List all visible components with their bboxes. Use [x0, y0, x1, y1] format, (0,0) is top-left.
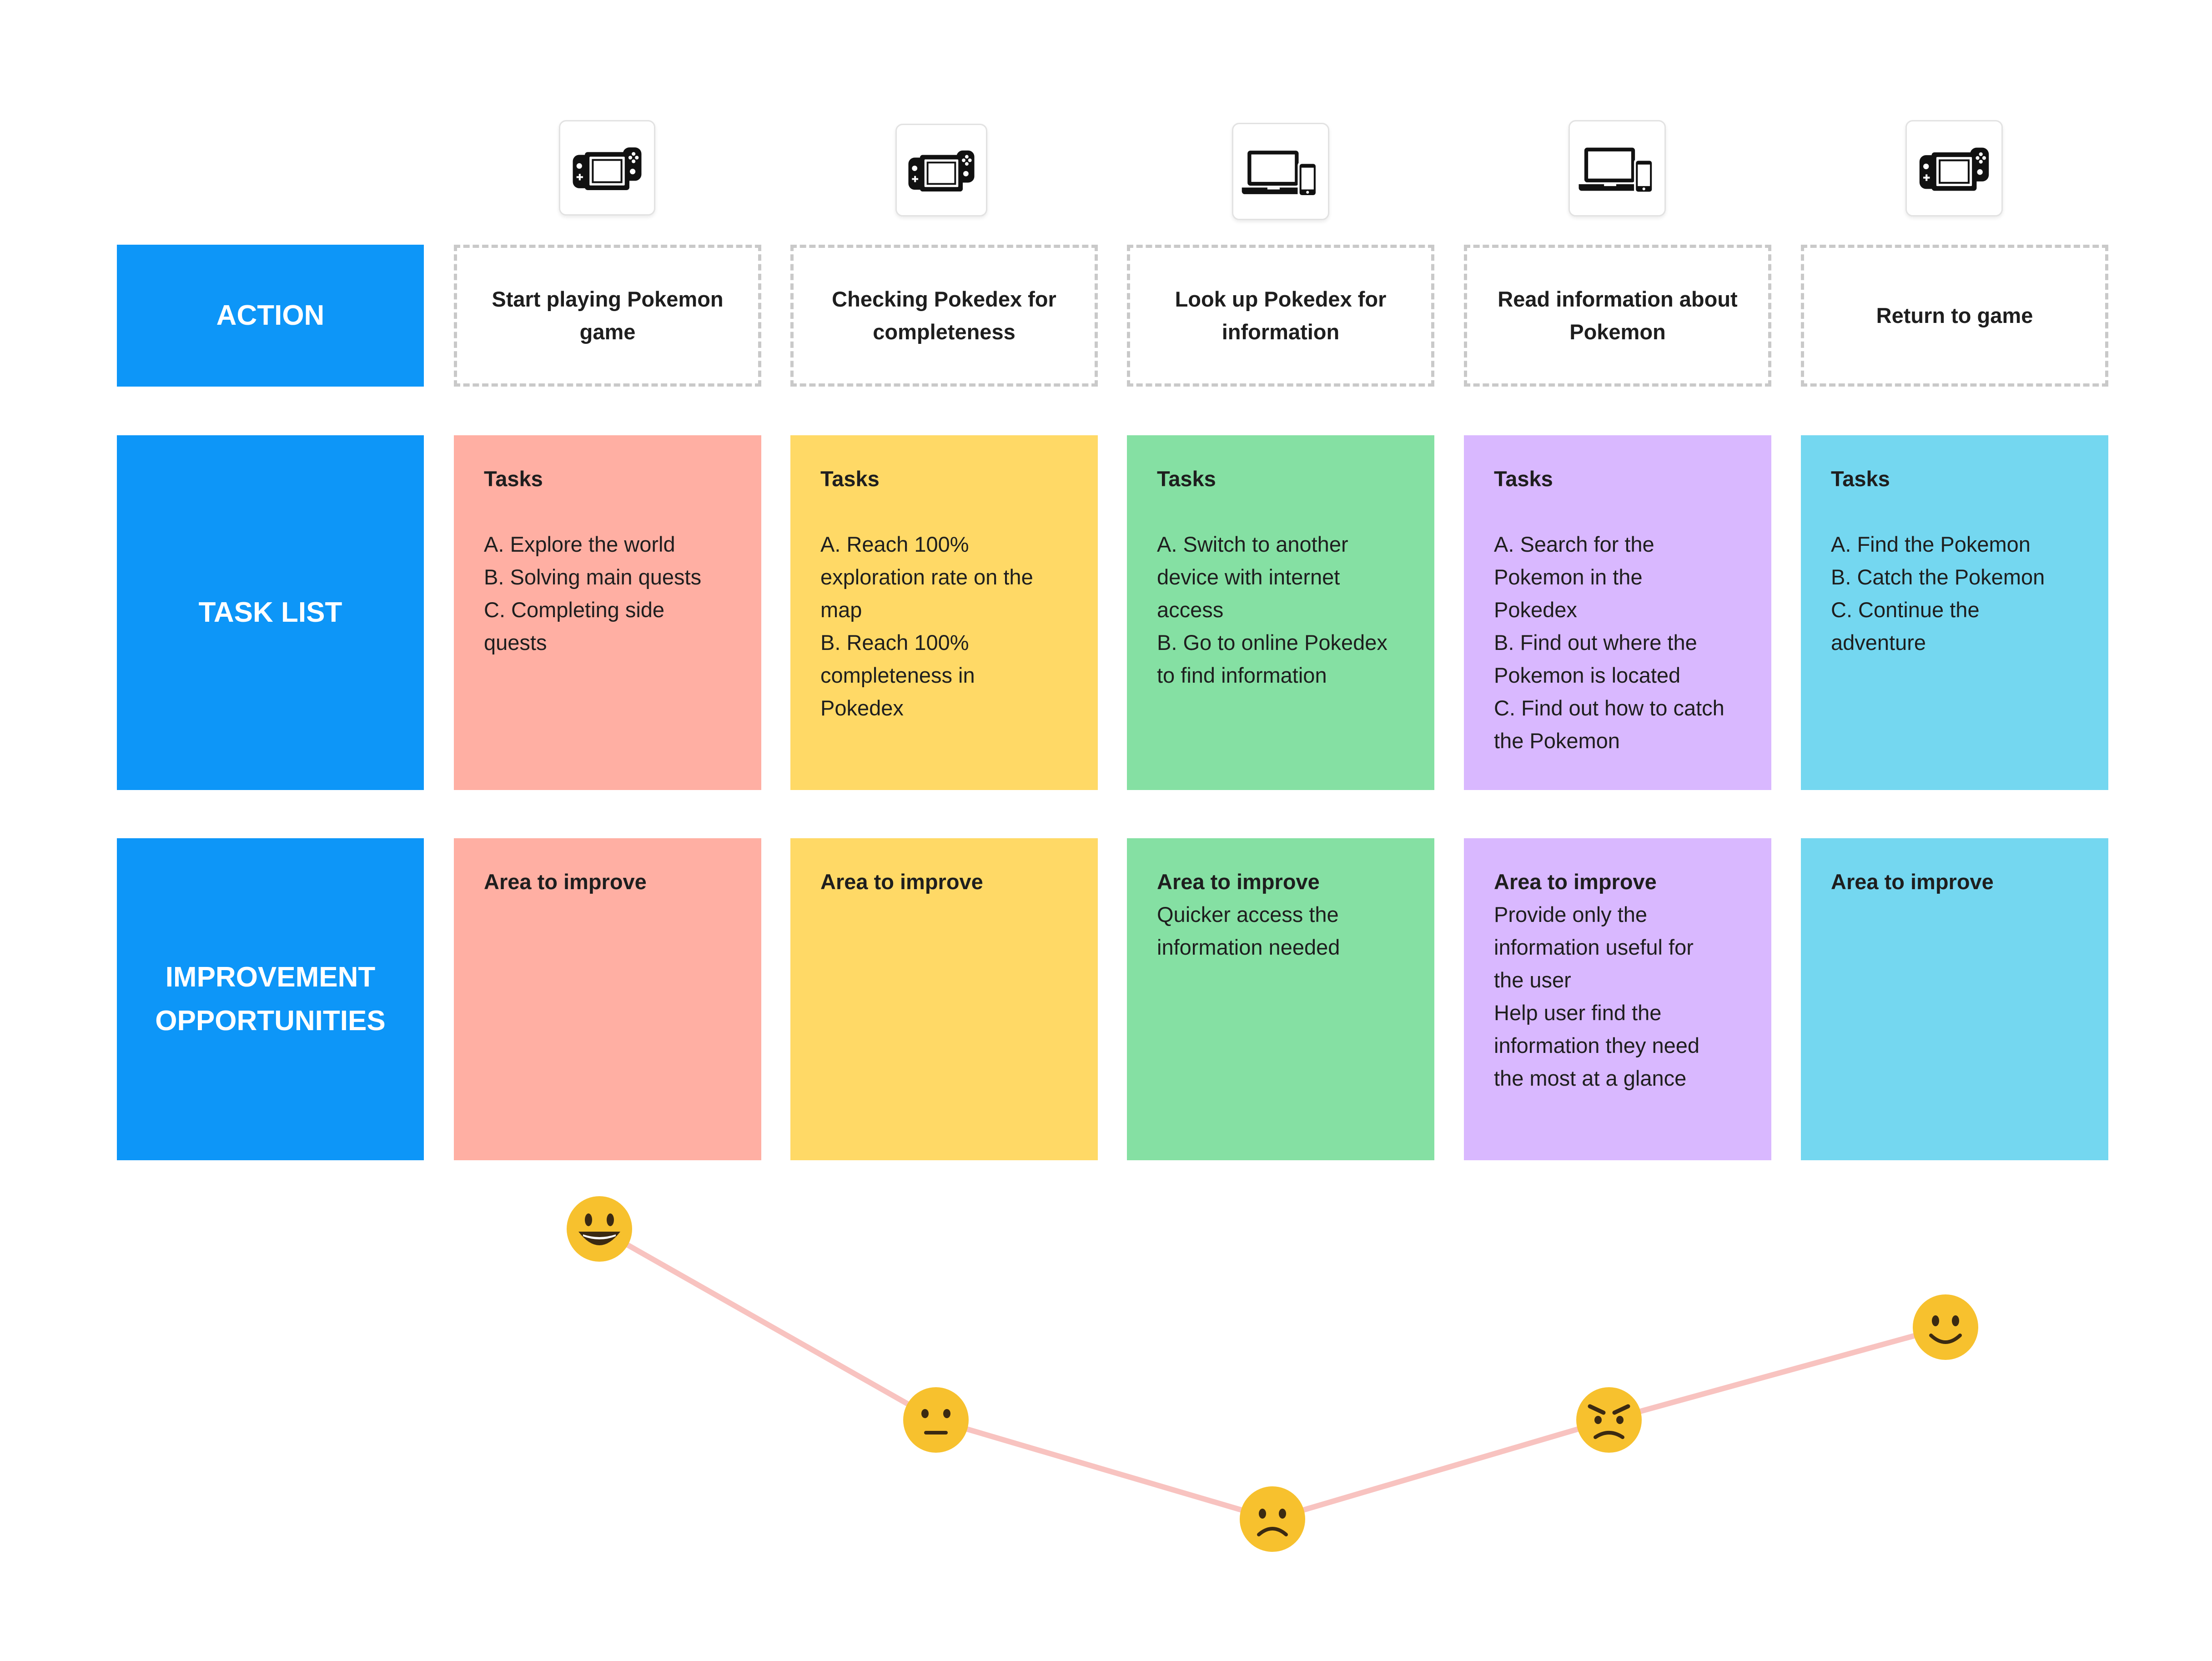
- stage-2-device: [895, 124, 987, 216]
- stage-5-tasks-title: Tasks: [1831, 467, 1890, 491]
- emotion-line: [597, 1226, 1948, 1522]
- slightly-smiling-face-icon: [1913, 1294, 1978, 1360]
- task-line: map: [820, 598, 862, 622]
- task-line: B. Solving main quests: [484, 565, 702, 589]
- row-label-action-text: ACTION: [216, 300, 325, 331]
- stage-2-tasks-title: Tasks: [820, 467, 880, 491]
- stage-4-action[interactable]: Read information about Pokemon: [1464, 245, 1771, 387]
- stage-1-action-text: Start playing Pokemon game: [492, 287, 724, 344]
- task-line: exploration rate on the: [820, 565, 1033, 589]
- angry-face-icon: [1576, 1387, 1642, 1453]
- task-line: device with internet: [1157, 565, 1340, 589]
- improve-line: the user: [1494, 968, 1571, 992]
- task-line: quests: [484, 630, 547, 654]
- improve-line: information needed: [1157, 935, 1340, 959]
- task-line: C. Find out how to catch: [1494, 696, 1724, 720]
- improve-line: information useful for: [1494, 935, 1694, 959]
- task-line: B. Go to online Pokedex: [1157, 630, 1388, 654]
- stage-4-device: [1569, 120, 1666, 216]
- row-label-task-list: TASK LIST: [117, 435, 424, 790]
- stage-5-action[interactable]: Return to game: [1801, 245, 2108, 387]
- stage-3-device: [1232, 123, 1329, 220]
- task-line: completeness in: [820, 663, 975, 687]
- task-line: the Pokemon: [1494, 729, 1620, 753]
- stage-3-task-note[interactable]: Tasks A. Switch to another device with int…: [1127, 435, 1434, 790]
- stage-1-task-note[interactable]: Tasks A. Explore the world B. Solving main…: [454, 435, 761, 790]
- stage-3-action[interactable]: Look up Pokedex for information: [1127, 245, 1434, 387]
- task-line: A. Find the Pokemon: [1831, 532, 2031, 556]
- stage-5-improve-title: Area to improve: [1831, 870, 1994, 894]
- task-line: access: [1157, 598, 1224, 622]
- task-line: Pokedex: [820, 696, 904, 720]
- task-line: Pokemon in the: [1494, 565, 1643, 589]
- stage-1-improve-title: Area to improve: [484, 870, 647, 894]
- stage-5-task-note[interactable]: Tasks A. Find the Pokemon B. Catch the Pok…: [1801, 435, 2108, 790]
- task-line: B. Catch the Pokemon: [1831, 565, 2045, 589]
- task-line: Pokemon is located: [1494, 663, 1681, 687]
- task-line: C. Completing side: [484, 598, 665, 622]
- task-line: B. Reach 100%: [820, 630, 969, 654]
- stage-3-action-text: Look up Pokedex for information: [1175, 287, 1387, 344]
- row-label-improvement: IMPROVEMENT OPPORTUNITIES: [117, 838, 424, 1160]
- task-line: A. Switch to another: [1157, 532, 1348, 556]
- stage-5-improve-note[interactable]: Area to improve: [1801, 838, 2108, 1160]
- task-line: B. Find out where the: [1494, 630, 1697, 654]
- task-line: A. Search for the: [1494, 532, 1654, 556]
- improve-line: Provide only the: [1494, 902, 1648, 926]
- stage-3-improve-title: Area to improve: [1157, 870, 1320, 894]
- stage-1-device: [559, 120, 655, 216]
- row-label-improvement-line-1: IMPROVEMENT: [165, 961, 376, 993]
- stage-4-improve-title: Area to improve: [1494, 870, 1657, 894]
- improve-line: Help user find the: [1494, 1001, 1662, 1025]
- neutral-face-icon: [903, 1387, 969, 1453]
- stage-2-action-text: Checking Pokedex for completeness: [832, 287, 1056, 344]
- improve-line: the most at a glance: [1494, 1066, 1687, 1090]
- stage-1-improve-note[interactable]: Area to improve: [454, 838, 761, 1160]
- stage-1-action[interactable]: Start playing Pokemon game: [454, 245, 761, 387]
- stage-2-improve-note[interactable]: Area to improve: [790, 838, 1098, 1160]
- task-line: Pokedex: [1494, 598, 1577, 622]
- frowning-face-icon: [1240, 1486, 1305, 1552]
- task-line: A. Explore the world: [484, 532, 675, 556]
- stage-4-action-text: Read information about Pokemon: [1498, 287, 1738, 344]
- row-label-task-list-text: TASK LIST: [198, 597, 342, 628]
- stage-1-tasks-title: Tasks: [484, 467, 543, 491]
- task-line: adventure: [1831, 630, 1926, 654]
- stage-2-action[interactable]: Checking Pokedex for completeness: [790, 245, 1098, 387]
- stage-2-task-note[interactable]: Tasks A. Reach 100% exploration rate on th…: [790, 435, 1098, 790]
- stage-5-device: [1905, 120, 2003, 216]
- task-line: to find information: [1157, 663, 1327, 687]
- stage-3-tasks-title: Tasks: [1157, 467, 1216, 491]
- row-label-action: ACTION: [117, 245, 424, 387]
- improve-line: Quicker access the: [1157, 902, 1339, 926]
- stage-2-improve-title: Area to improve: [820, 870, 983, 894]
- stage-4-tasks-title: Tasks: [1494, 467, 1553, 491]
- stage-5-action-text: Return to game: [1876, 303, 2033, 327]
- task-line: A. Reach 100%: [820, 532, 969, 556]
- row-label-improvement-line-2: OPPORTUNITIES: [155, 1005, 386, 1037]
- improve-line: information they need: [1494, 1033, 1700, 1057]
- task-line: C. Continue the: [1831, 598, 1980, 622]
- grinning-face-icon: [567, 1196, 632, 1262]
